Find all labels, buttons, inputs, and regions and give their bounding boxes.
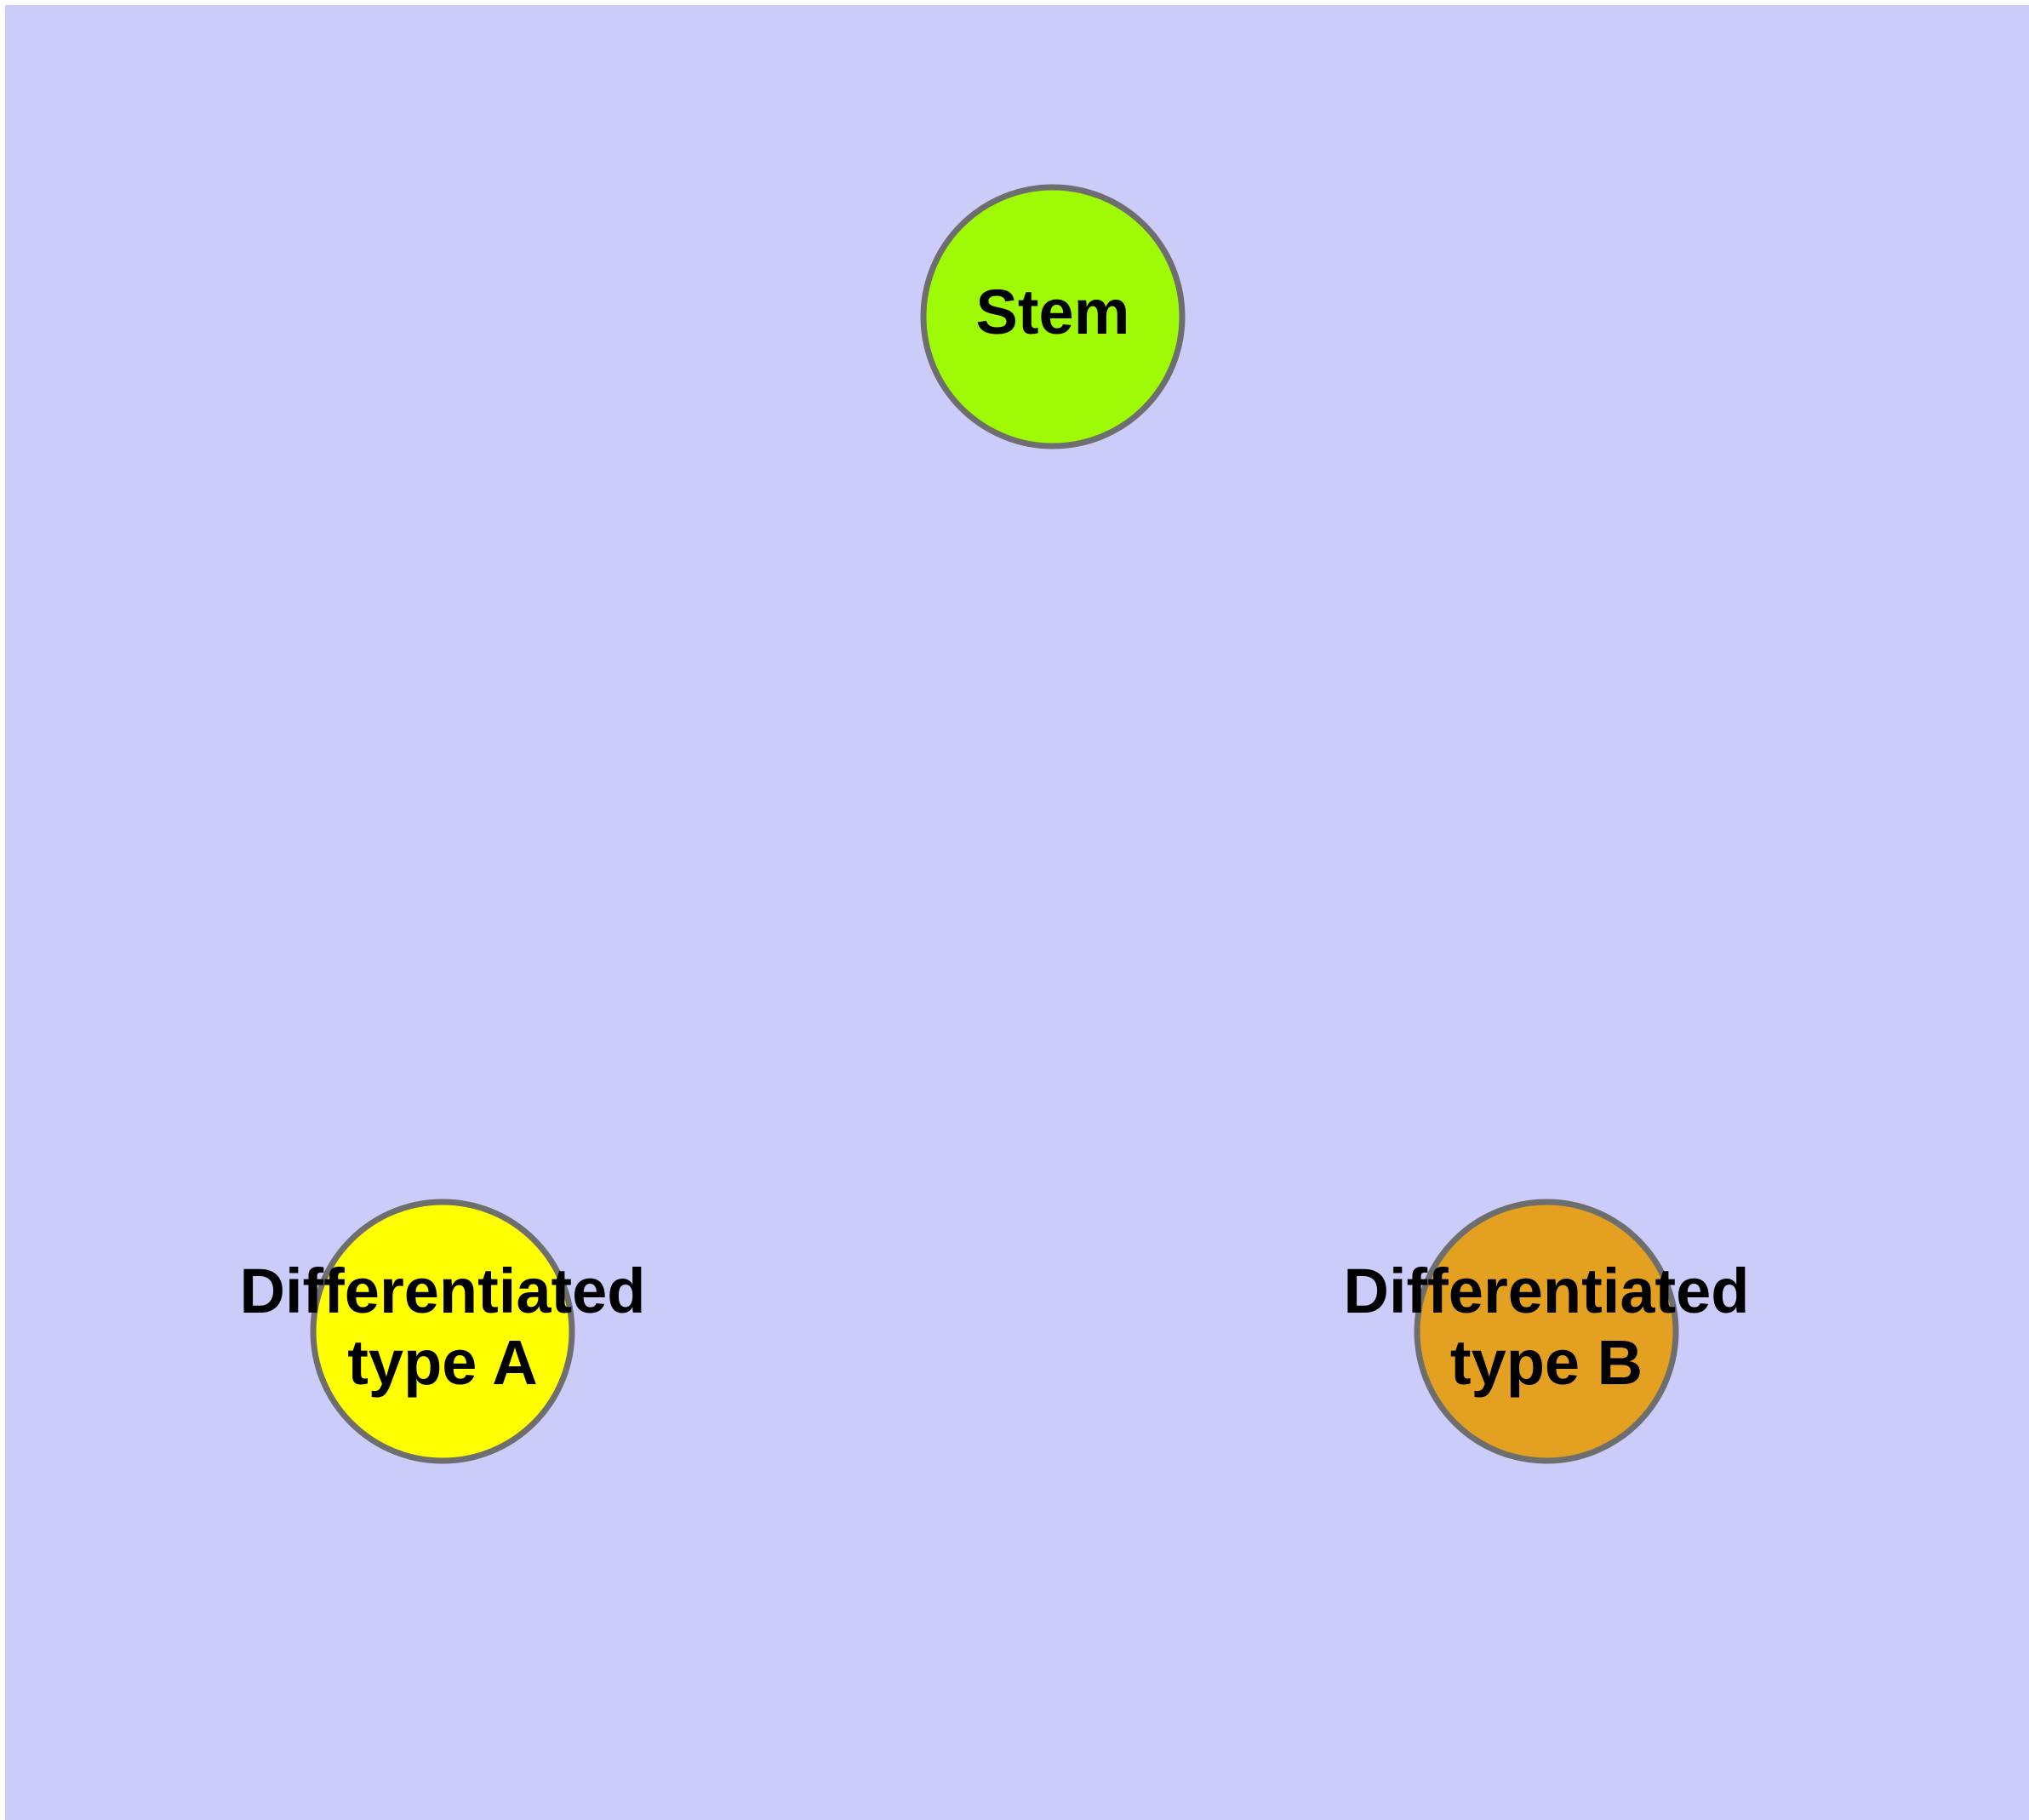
- node-differentiated-type-a-circle[interactable]: [310, 1199, 575, 1464]
- node-differentiated-type-b[interactable]: [1414, 1199, 1679, 1464]
- node-label-line: type A: [347, 1326, 537, 1397]
- nodes-layer: [310, 184, 1679, 1464]
- node-label-line: Differentiated: [240, 1256, 646, 1326]
- node-differentiated-type-b-circle[interactable]: [1414, 1199, 1679, 1464]
- node-label-stem: Stem: [976, 277, 1130, 347]
- node-differentiated-type-a[interactable]: [310, 1199, 575, 1464]
- node-label-line: Stem: [976, 277, 1130, 347]
- node-stem-circle[interactable]: [920, 184, 1186, 449]
- node-label-line: type B: [1450, 1326, 1643, 1397]
- node-label-line: Differentiated: [1344, 1256, 1750, 1326]
- node-stem[interactable]: [920, 184, 1186, 449]
